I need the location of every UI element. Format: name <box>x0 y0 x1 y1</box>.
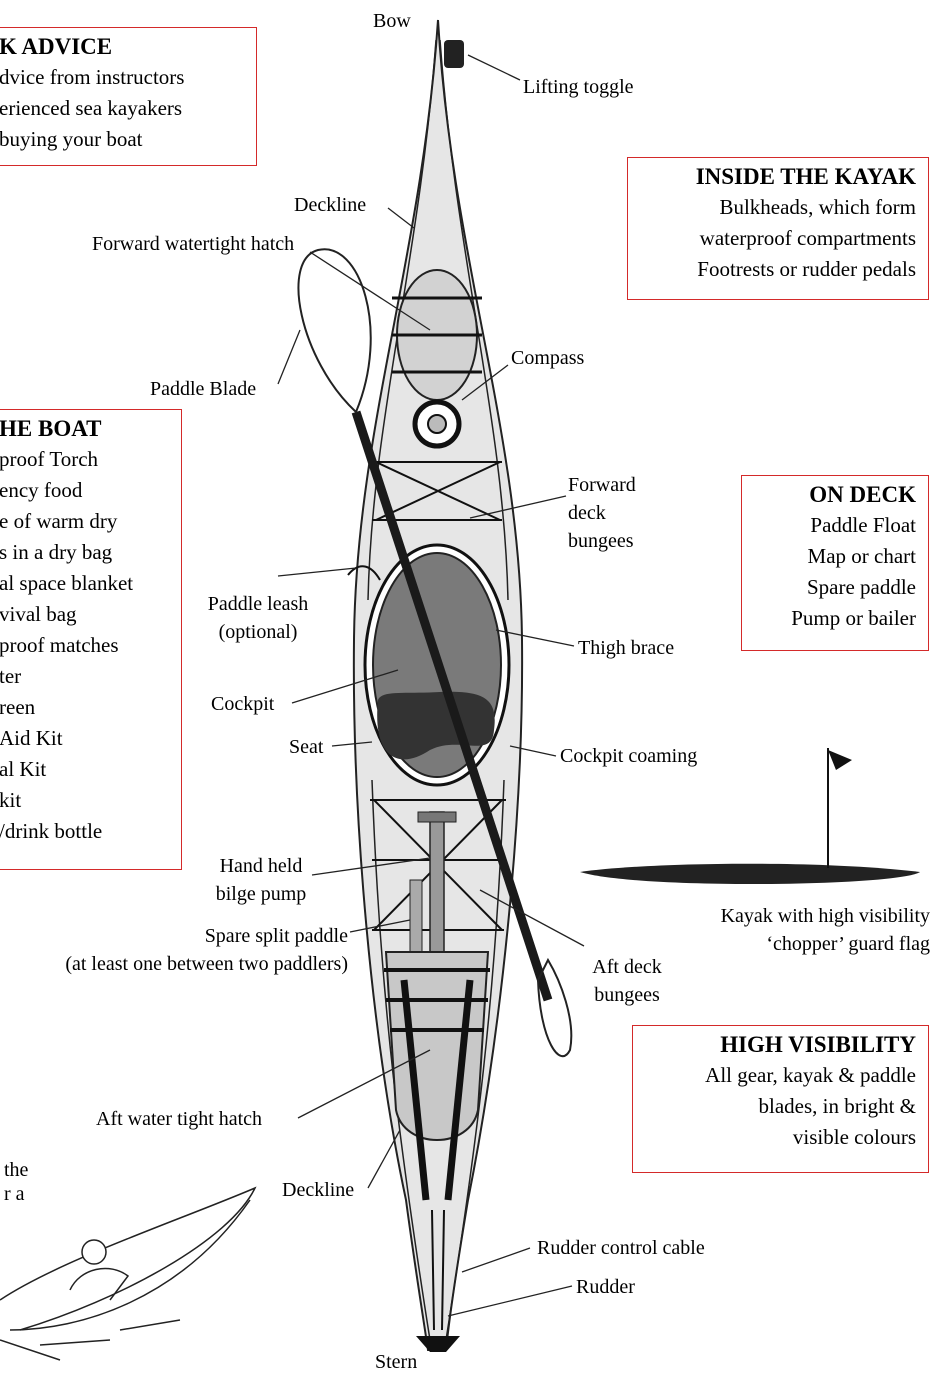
on-deck-line: Paddle Float <box>750 510 916 541</box>
cockpit-label: Cockpit <box>211 693 274 715</box>
high-visibility-box: HIGH VISIBILITY All gear, kayak & paddle… <box>632 1025 929 1173</box>
flag-kayak-illustration <box>580 748 920 884</box>
rudder <box>416 1336 460 1352</box>
inside-kayak-title: INSIDE THE KAYAK <box>636 162 916 192</box>
compass-label: Compass <box>511 347 584 369</box>
high-visibility-line: All gear, kayak & paddle <box>641 1060 916 1091</box>
boat-box: HE BOAT proof Torch ency food e of warm … <box>0 409 182 870</box>
paddle-blade-label: Paddle Blade <box>150 378 256 400</box>
aft-bungees-label: Aft deck bungees <box>582 953 672 1009</box>
thigh-brace-label: Thigh brace <box>578 637 674 659</box>
high-visibility-line: blades, in bright & <box>641 1091 916 1122</box>
on-deck-line: Pump or bailer <box>750 603 916 634</box>
forward-hatch-label: Forward watertight hatch <box>92 233 294 255</box>
inside-kayak-line: Bulkheads, which form <box>636 192 916 223</box>
advice-title: K ADVICE <box>0 32 248 62</box>
boat-line: Aid Kit <box>0 723 173 754</box>
paddler-illustration <box>0 1188 255 1360</box>
boat-line: /drink bottle <box>0 816 173 847</box>
paddle-leash-label: Paddle leash (optional) <box>196 590 320 646</box>
boat-line: kit <box>0 785 173 816</box>
aft-hatch <box>386 952 488 1140</box>
boat-line: proof matches <box>0 630 173 661</box>
boat-line: ency food <box>0 475 173 506</box>
inside-kayak-line: Footrests or rudder pedals <box>636 254 916 285</box>
paddle-blade <box>298 249 370 412</box>
aft-hatch-label: Aft water tight hatch <box>96 1108 262 1130</box>
on-deck-box: ON DECK Paddle Float Map or chart Spare … <box>741 475 929 651</box>
boat-line: vival bag <box>0 599 173 630</box>
boat-line: al Kit <box>0 754 173 785</box>
boat-line: s in a dry bag <box>0 537 173 568</box>
flag-kayak-caption: Kayak with high visibility ‘chopper’ gua… <box>640 902 930 958</box>
lifting-toggle-label: Lifting toggle <box>523 76 634 98</box>
spare-split-paddle-label: Spare split paddle (at least one between… <box>0 922 348 978</box>
advice-line: erienced sea kayakers <box>0 93 248 124</box>
rudder-label: Rudder <box>576 1276 635 1298</box>
rudder-cable-label: Rudder control cable <box>537 1237 705 1259</box>
cockpit-coaming-label: Cockpit coaming <box>560 745 697 767</box>
advice-box: K ADVICE dvice from instructors erienced… <box>0 27 257 166</box>
lifting-toggle <box>444 40 464 68</box>
boat-title: HE BOAT <box>0 414 173 444</box>
inside-kayak-box: INSIDE THE KAYAK Bulkheads, which form w… <box>627 157 929 300</box>
deckline-bottom-label: Deckline <box>282 1179 354 1201</box>
on-deck-line: Map or chart <box>750 541 916 572</box>
high-visibility-line: visible colours <box>641 1122 916 1153</box>
boat-line: ter <box>0 661 173 692</box>
spare-split-paddle <box>410 880 422 960</box>
on-deck-title: ON DECK <box>750 480 916 510</box>
stern-label: Stern <box>375 1351 417 1373</box>
boat-line: al space blanket <box>0 568 173 599</box>
high-visibility-title: HIGH VISIBILITY <box>641 1030 916 1060</box>
boat-line: reen <box>0 692 173 723</box>
inside-kayak-line: waterproof compartments <box>636 223 916 254</box>
on-deck-line: Spare paddle <box>750 572 916 603</box>
bilge-pump-label: Hand held bilge pump <box>206 852 316 908</box>
bow-label: Bow <box>373 10 411 32</box>
deckline-top-label: Deckline <box>294 194 366 216</box>
boat-line: e of warm dry <box>0 506 173 537</box>
advice-line: buying your boat <box>0 124 248 155</box>
boat-line: proof Torch <box>0 444 173 475</box>
advice-line: dvice from instructors <box>0 62 248 93</box>
seat-label: Seat <box>289 736 323 758</box>
left-cut-caption: the r a <box>4 1158 28 1206</box>
bilge-pump <box>430 812 444 962</box>
forward-bungees-label: Forward deck bungees <box>568 471 636 555</box>
